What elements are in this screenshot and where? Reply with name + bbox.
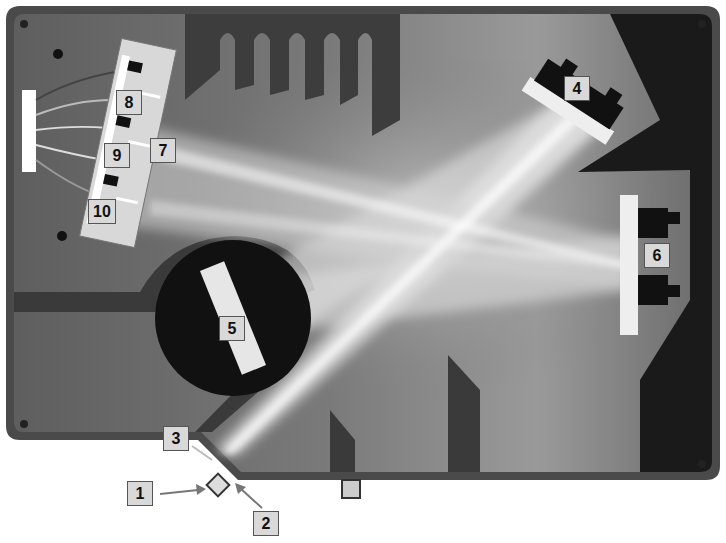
- bottom-baffle: [448, 355, 480, 472]
- callout-number: 2: [253, 511, 279, 536]
- callout-number: 3: [163, 426, 189, 451]
- screws: [20, 20, 706, 468]
- fitting: [342, 480, 360, 498]
- callout-number: 9: [104, 143, 130, 168]
- beam-cores: [150, 108, 630, 455]
- callout-number: 1: [127, 481, 153, 506]
- housing-outline: [6, 6, 720, 480]
- callout-number: 5: [219, 316, 245, 341]
- callout-number: 7: [150, 138, 176, 163]
- wire-end: [57, 231, 67, 241]
- top-baffle: [185, 14, 400, 136]
- focusing-mirror: [620, 195, 680, 335]
- bottom-baffle: [330, 410, 355, 472]
- callout-number: 8: [116, 90, 142, 115]
- collimating-mirror: [522, 48, 634, 145]
- leader-arrows: [160, 446, 262, 508]
- callout-number: 4: [564, 76, 590, 101]
- callout-number: 10: [88, 199, 116, 224]
- light-beams: [120, 95, 630, 455]
- detector-array: [80, 38, 177, 247]
- entrance-slit: [207, 474, 230, 497]
- connector-bar: [22, 90, 36, 172]
- diffraction-grating: [200, 261, 266, 375]
- grating-mount: [155, 240, 311, 396]
- wire-end: [53, 49, 63, 59]
- housing-floor: [14, 14, 712, 472]
- callout-number: 6: [644, 243, 670, 268]
